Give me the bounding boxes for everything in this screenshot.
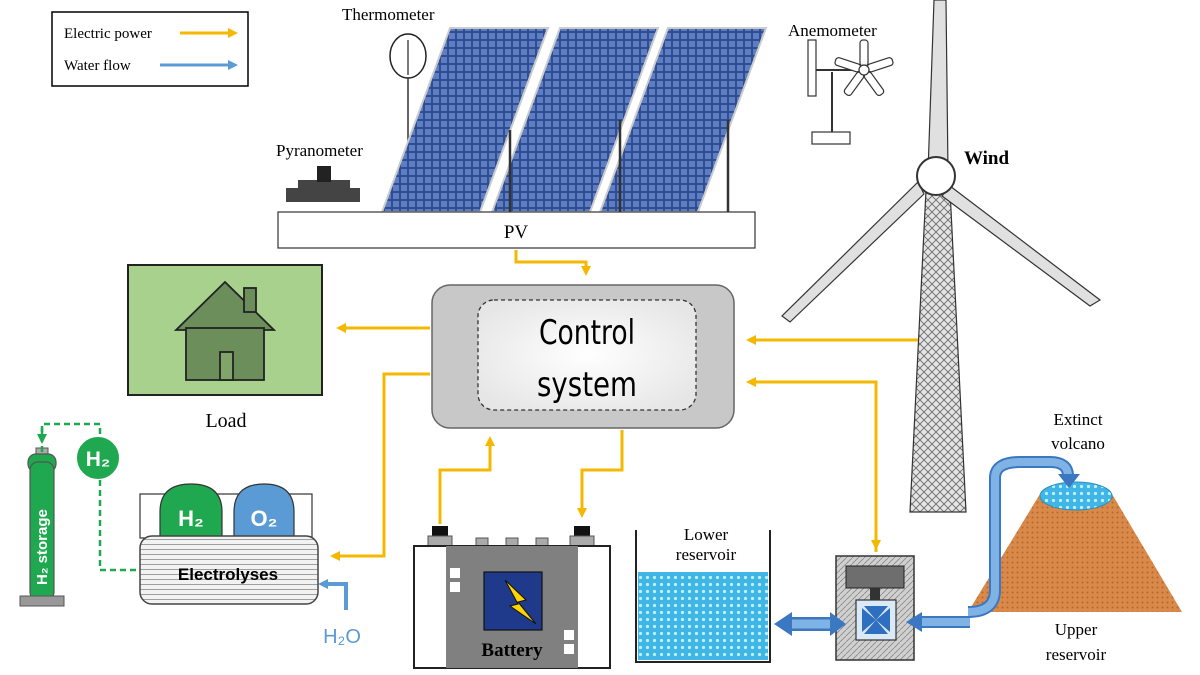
upper-reservoir-label-line1: Upper — [1055, 620, 1098, 639]
load: Load — [127, 264, 323, 432]
anemometer: Anemometer — [788, 21, 894, 145]
upper-reservoir-label-line2: reservoir — [1046, 645, 1107, 664]
h2-storage-label: H₂ storage — [34, 509, 51, 585]
o2-tank-label: O₂ — [251, 506, 278, 531]
h2-bubble-label: H₂ — [86, 448, 111, 471]
upper-reservoir-water — [1039, 481, 1113, 511]
extinct-volcano-label-line1: Extinct — [1053, 410, 1102, 429]
pv-base — [277, 211, 756, 249]
electrolyses-label: Electrolyses — [178, 565, 278, 584]
anemometer-label: Anemometer — [788, 21, 877, 40]
lower-reservoir: Lower reservoir — [635, 525, 771, 663]
wind-turbine: Wind — [781, 0, 1102, 513]
o2-tank — [233, 483, 295, 539]
water-arrow-to-pump-from-lower — [830, 612, 846, 636]
water-arrow-to-pump — [906, 612, 922, 632]
h2-storage: H₂ storage H₂ — [19, 422, 142, 607]
anemometer-icon — [834, 39, 894, 97]
legend-water-label: Water flow — [64, 58, 131, 74]
water-arrow-to-lower-reservoir — [774, 612, 792, 636]
power-arrow-control-to-electrolyser — [330, 372, 430, 561]
h2o-label: H₂O — [323, 626, 361, 648]
extinct-volcano-label-line2: volcano — [1051, 434, 1105, 453]
turbine-blade-right — [941, 185, 1102, 307]
electrolyser: H₂ O₂ Electrolyses H₂O — [139, 483, 361, 648]
turbine-blade-up — [927, 0, 949, 173]
battery: Battery — [413, 526, 611, 669]
turbine-hub — [916, 156, 956, 196]
lightning-bolt-icon — [504, 579, 537, 625]
volcano-body — [968, 494, 1182, 612]
control-system-label-line1: Control — [539, 313, 635, 353]
h2o-inflow-arrow — [318, 579, 348, 610]
load-label: Load — [205, 410, 246, 432]
battery-label: Battery — [481, 640, 543, 661]
h2-bubble — [75, 435, 121, 481]
lower-reservoir-label-line1: Lower — [684, 525, 729, 544]
pyranometer: Pyranometer — [276, 141, 363, 202]
lower-reservoir-water — [638, 572, 768, 660]
pyranometer-icon — [286, 188, 360, 202]
power-line-pump-to-control — [752, 380, 878, 552]
pump-turbine — [835, 555, 915, 661]
power-arrow-control-to-battery — [577, 430, 624, 518]
fan-icon — [862, 606, 890, 634]
turbine-blade-left — [781, 180, 925, 323]
h2-tank-label: H₂ — [178, 506, 204, 531]
extinct-volcano: Extinct volcano Upper reservoir — [968, 410, 1182, 664]
pv-label: PV — [504, 222, 529, 243]
lower-reservoir-label-line2: reservoir — [676, 545, 737, 564]
turbine-tower — [909, 189, 967, 513]
legend: Electric power Water flow — [51, 11, 249, 87]
wind-label: Wind — [964, 148, 1010, 169]
power-arrow-battery-to-control — [438, 436, 495, 524]
house-icon — [173, 280, 277, 381]
pyranometer-label: Pyranometer — [276, 141, 363, 160]
control-system-label-line2: system — [537, 365, 637, 405]
pv-array: PV — [277, 27, 768, 249]
legend-electric-label: Electric power — [64, 26, 152, 42]
control-system: Control system — [431, 284, 735, 429]
power-arrow-pv-to-control — [514, 250, 591, 276]
h2-tank — [159, 483, 223, 539]
water-flows — [774, 456, 1080, 636]
electrolyser-body — [139, 535, 319, 605]
thermometer: Thermometer — [342, 5, 435, 205]
lower-reservoir-tank — [635, 530, 771, 663]
electric-flows — [330, 250, 918, 561]
thermometer-label: Thermometer — [342, 5, 435, 24]
